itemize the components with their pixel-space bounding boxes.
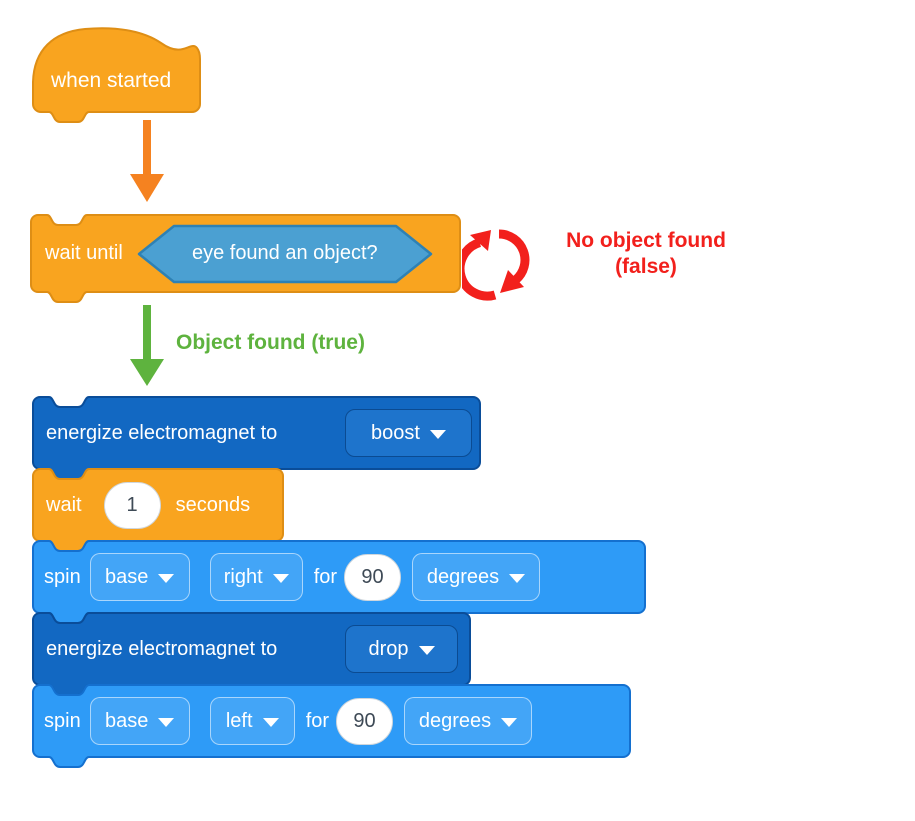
unit-dropdown[interactable]: degrees bbox=[412, 553, 541, 601]
wait-seconds-input[interactable]: 1 bbox=[103, 481, 161, 529]
wait-until-label: wait until bbox=[45, 242, 123, 264]
degrees-input[interactable]: 90 bbox=[344, 553, 402, 601]
chevron-down-icon bbox=[429, 429, 446, 439]
chevron-down-icon bbox=[501, 717, 518, 727]
energize-drop-label: energize electromagnet to bbox=[46, 637, 278, 660]
energize-electromagnet-drop-block[interactable]: energize electromagnet to drop bbox=[32, 612, 471, 696]
wait-seconds-block[interactable]: wait 1 seconds bbox=[32, 468, 284, 552]
chevron-down-icon bbox=[158, 573, 175, 583]
dropdown-value: drop bbox=[368, 637, 409, 660]
dropdown-value: base bbox=[105, 709, 149, 732]
spin-label: spin bbox=[44, 565, 81, 588]
direction-dropdown[interactable]: right bbox=[209, 553, 303, 601]
degrees-input[interactable]: 90 bbox=[336, 697, 394, 745]
dropdown-value: boost bbox=[371, 421, 420, 444]
hexagon-shape bbox=[137, 224, 433, 283]
chevron-down-icon bbox=[272, 573, 289, 583]
motor-dropdown[interactable]: base bbox=[89, 697, 190, 745]
when-started-block[interactable]: when started bbox=[32, 24, 201, 123]
energize-boost-label: energize electromagnet to bbox=[46, 421, 278, 444]
chevron-down-icon bbox=[509, 573, 526, 583]
dropdown-value: right bbox=[223, 565, 263, 588]
object-found-annotation: Object found (true) bbox=[176, 331, 365, 354]
motor-dropdown[interactable]: base bbox=[89, 553, 190, 601]
spin-right-block[interactable]: spin base right for 90 degrees bbox=[32, 540, 646, 624]
flow-arrow-down-green-icon bbox=[130, 305, 164, 386]
when-started-label: when started bbox=[51, 69, 172, 92]
no-object-annotation: No object found (false) bbox=[540, 228, 752, 280]
condition-eye-found-object[interactable]: eye found an object? bbox=[137, 224, 433, 284]
wait-label: wait bbox=[46, 493, 82, 516]
energize-electromagnet-boost-block[interactable]: energize electromagnet to boost bbox=[32, 396, 481, 480]
spin-left-block[interactable]: spin base left for 90 degrees bbox=[32, 684, 631, 768]
dropdown-value: degrees bbox=[418, 709, 492, 732]
dropdown-value: degrees bbox=[426, 565, 500, 588]
unit-dropdown[interactable]: degrees bbox=[404, 697, 533, 745]
electromagnet-mode-dropdown[interactable]: drop bbox=[345, 625, 458, 673]
no-object-annotation-line2: (false) bbox=[615, 255, 677, 278]
seconds-label: seconds bbox=[175, 493, 251, 516]
flow-arrow-down-orange-icon bbox=[130, 120, 164, 202]
chevron-down-icon bbox=[262, 717, 279, 727]
spin-label: spin bbox=[44, 709, 81, 732]
condition-label: eye found an object? bbox=[191, 242, 378, 264]
dropdown-value: left bbox=[225, 709, 253, 732]
direction-dropdown[interactable]: left bbox=[209, 697, 295, 745]
wait-until-block[interactable]: wait until eye found an object? bbox=[30, 214, 461, 303]
dropdown-value: base bbox=[105, 565, 149, 588]
for-label: for bbox=[313, 565, 338, 588]
loop-arrows-icon bbox=[462, 229, 530, 301]
no-object-annotation-line1: No object found bbox=[566, 229, 726, 252]
chevron-down-icon bbox=[418, 645, 435, 655]
for-label: for bbox=[305, 709, 330, 732]
chevron-down-icon bbox=[158, 717, 175, 727]
electromagnet-mode-dropdown[interactable]: boost bbox=[345, 409, 472, 457]
